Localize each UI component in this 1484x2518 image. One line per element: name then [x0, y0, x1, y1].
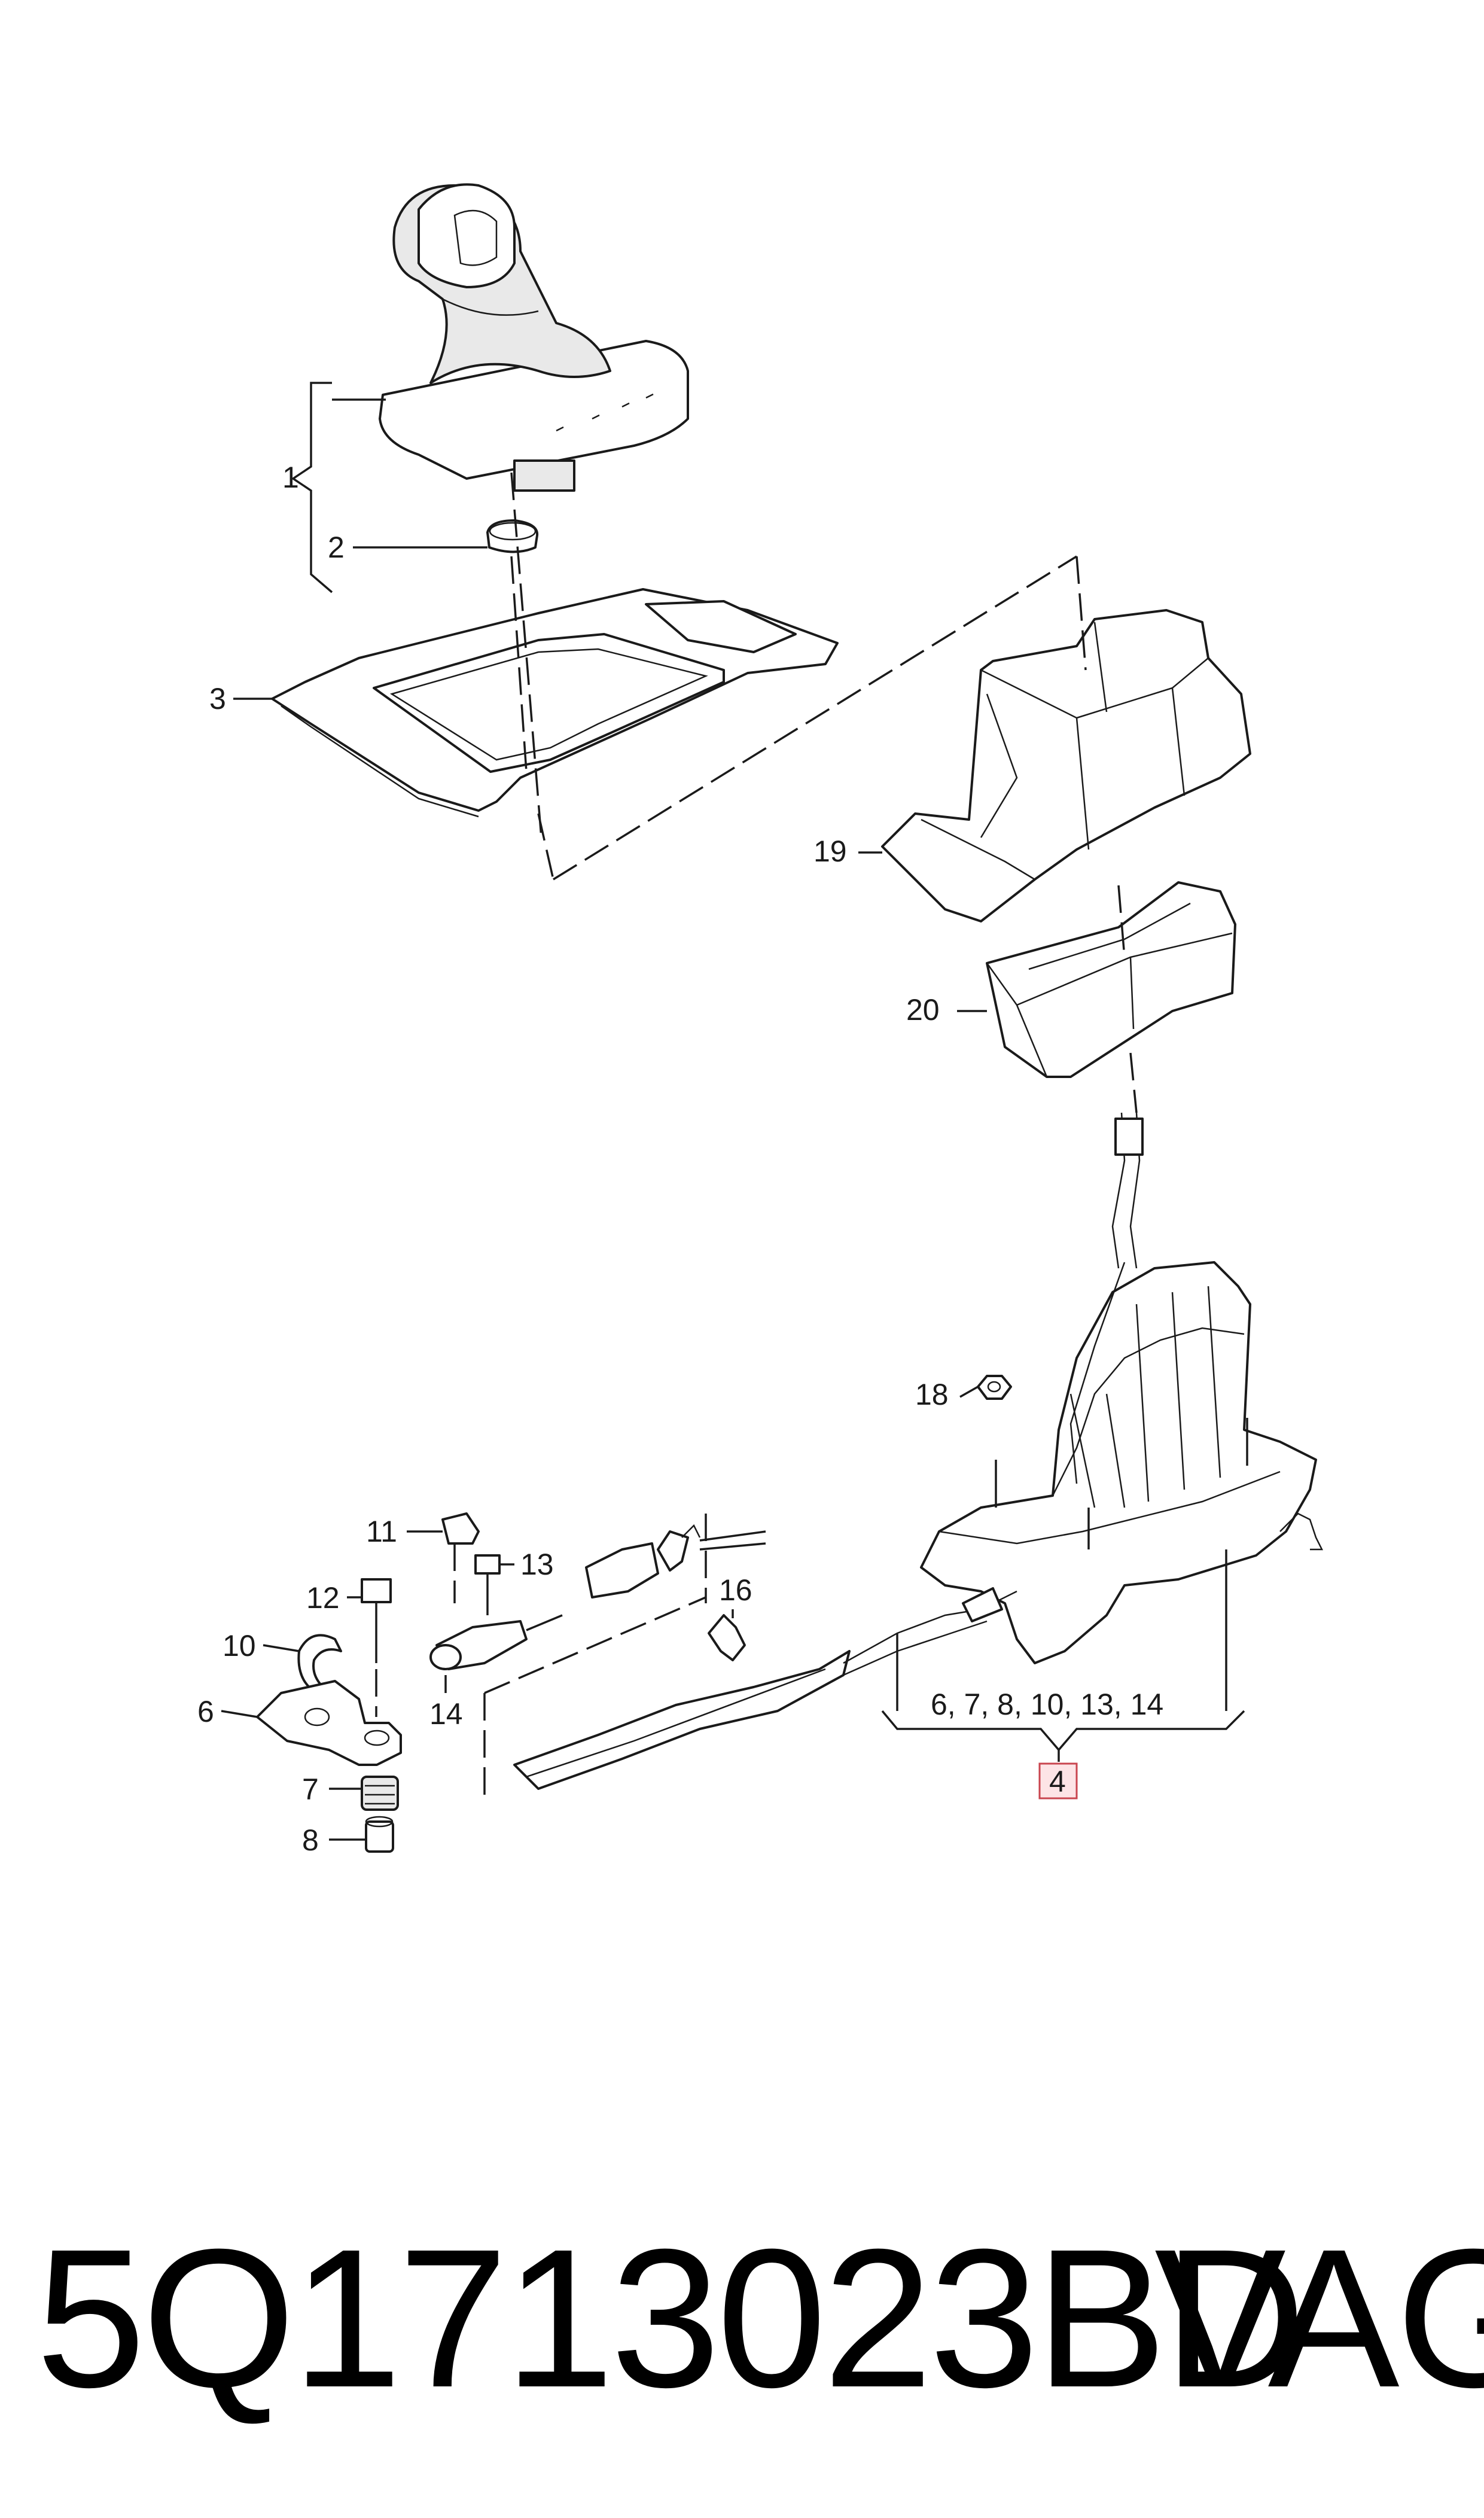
cable-bracket-6 [256, 1680, 402, 1766]
callout-6: 6 [197, 1695, 214, 1728]
callout-1: 1 [282, 461, 299, 494]
clip-part [486, 519, 539, 553]
center-console-trim [271, 588, 839, 818]
cable-end-fitting [429, 1524, 766, 1670]
callout-7: 7 [302, 1773, 319, 1806]
gear-shift-mechanism [920, 1112, 1324, 1664]
bushing-7 [361, 1776, 399, 1811]
callout-labels: 1 2 3 19 20 18 11 13 16 12 10 6 14 7 8 6… [197, 461, 1163, 1857]
callout-19: 19 [813, 835, 847, 868]
callout-2: 2 [328, 531, 345, 564]
bolt-13 [474, 1554, 501, 1615]
callout-3: 3 [209, 682, 226, 715]
circlip-10 [297, 1634, 342, 1694]
callout-4: 4 [1049, 1765, 1066, 1798]
shift-cable [513, 1587, 1017, 1790]
gear-position-markings [556, 393, 654, 432]
console-bracket-housing [881, 609, 1251, 922]
callout-group-4: 6, 7, 8, 10, 13, 14 [931, 1688, 1163, 1721]
sleeve-8 [365, 1816, 394, 1853]
callout-11: 11 [366, 1515, 397, 1548]
brand-name: VAG [1154, 2208, 1484, 2428]
leader-lines [221, 382, 1245, 1841]
gear-selector-knob [379, 183, 689, 492]
bolt-12 [361, 1578, 392, 1663]
mounting-studs [995, 1418, 1248, 1549]
callout-4-highlight [1038, 1762, 1078, 1800]
callout-8: 8 [302, 1823, 319, 1857]
callout-13: 13 [520, 1548, 554, 1581]
callout-14: 14 [429, 1697, 463, 1731]
callout-16: 16 [719, 1573, 752, 1607]
hex-nut [977, 1375, 1012, 1400]
retaining-clip-11 [441, 1512, 480, 1545]
callout-20: 20 [906, 993, 940, 1027]
callout-10: 10 [223, 1629, 256, 1663]
storage-tray-insert [986, 881, 1236, 1078]
clip-bracket-16 [708, 1614, 746, 1661]
callout-12: 12 [306, 1581, 340, 1615]
part-number: 5Q1713023BD [36, 2208, 1306, 2428]
callout-18: 18 [915, 1378, 949, 1411]
dashed-alignment-lines [375, 472, 1138, 1795]
